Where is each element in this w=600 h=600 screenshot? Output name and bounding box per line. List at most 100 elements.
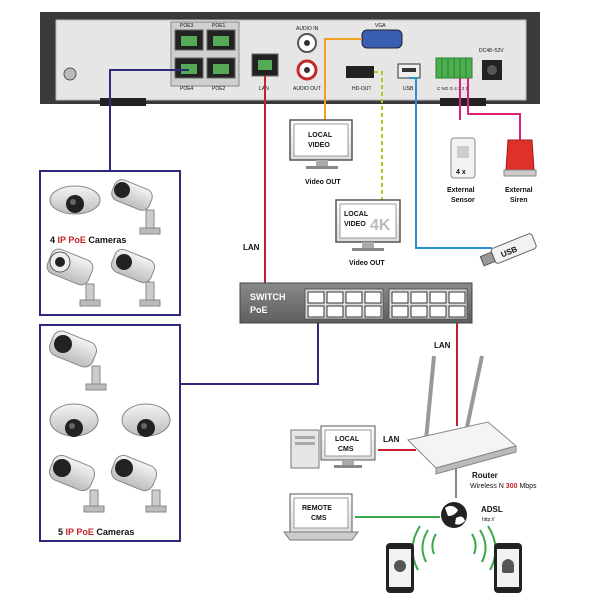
siren-icon	[505, 139, 535, 171]
switch-port[interactable]	[429, 305, 447, 318]
vga-cable-line	[324, 38, 362, 120]
remote-cms-line2: CMS	[311, 515, 327, 522]
bullet-camera-icon	[111, 179, 161, 235]
video-out-label-1: Video OUT	[305, 179, 341, 186]
bullet-camera-5-icon	[110, 454, 167, 513]
switch-port[interactable]	[307, 305, 325, 318]
wifi-waves-icon	[411, 525, 497, 571]
adsl-title: ADSL	[481, 505, 503, 514]
hd-out-port[interactable]	[346, 66, 374, 78]
camera-group-1: 4 IP PoE Cameras	[39, 170, 181, 316]
switch-port[interactable]	[429, 291, 447, 304]
poe-ports: POE3 POE1 POE4 POE2	[170, 21, 240, 92]
router-title: Router	[472, 471, 498, 480]
sensor-label-1: External	[447, 187, 475, 194]
siren-cable-line	[467, 78, 521, 140]
adsl-internet: ADSL http://	[411, 502, 503, 571]
camera-group-2-caption: 5 IP PoE Cameras	[58, 527, 134, 537]
dome-camera-2-icon	[49, 403, 99, 437]
vga-port[interactable]	[361, 29, 403, 49]
usb-stick: USB	[479, 233, 537, 267]
switch-label-1: SWITCH	[250, 292, 286, 302]
badge-4k: 4K	[370, 217, 391, 234]
lan-label-switch-router: LAN	[434, 341, 451, 350]
ground-screw-icon	[63, 67, 77, 81]
monitor-1-line1: LOCAL	[308, 132, 333, 139]
apple-logo-icon	[394, 560, 406, 572]
vga-label: VGA	[375, 23, 386, 29]
phone-ios	[386, 543, 414, 593]
bullet-camera-3-icon	[49, 330, 107, 391]
hd-cable-line	[374, 71, 383, 200]
bullet-camera-4-icon	[48, 454, 105, 513]
bullet-camera-2-icon	[110, 248, 161, 307]
local-video-monitor-2: LOCAL VIDEO 4K Video OUT	[335, 199, 401, 267]
phone-android	[494, 543, 522, 593]
poe-switch: LAN SWITCH PoE LAN	[239, 243, 473, 350]
android-logo-icon	[502, 563, 514, 573]
dome-camera-icon	[49, 185, 101, 215]
monitor-1-line2: VIDEO	[308, 142, 330, 149]
poe1-label: POE1	[212, 23, 226, 29]
remote-cms-line1: REMOTE	[302, 505, 332, 512]
usb-label: USB	[403, 86, 414, 92]
local-video-monitor-1: LOCAL VIDEO Video OUT	[289, 119, 353, 186]
switch-port[interactable]	[448, 291, 466, 304]
external-siren: External Siren	[503, 139, 537, 204]
monitor-2-line2: VIDEO	[344, 221, 366, 228]
switch-port[interactable]	[345, 305, 363, 318]
switch-ports-right	[388, 288, 468, 320]
switch-ports-left	[304, 288, 384, 320]
local-cms-pc: LOCAL CMS	[290, 425, 376, 469]
router: Router Wireless N 300 Mbps LAN	[383, 355, 537, 490]
switch-port[interactable]	[410, 305, 428, 318]
poe4-label: POE4	[180, 86, 194, 92]
switch-port[interactable]	[364, 291, 382, 304]
switch-to-cameras-2-line	[180, 322, 319, 385]
dome-camera-3-icon	[121, 403, 171, 437]
audio-out-label: AUDIO OUT	[293, 86, 321, 92]
router-subtitle: Wireless N 300 Mbps	[470, 483, 537, 490]
external-sensor: 4 x External Sensor	[447, 137, 476, 204]
siren-label-1: External	[505, 187, 533, 194]
siren-label-2: Siren	[510, 197, 528, 204]
router-antenna-left	[424, 355, 436, 441]
monitor-2-line1: LOCAL	[344, 211, 369, 218]
poe3-label: POE3	[180, 23, 194, 29]
local-cms-line2: CMS	[338, 446, 354, 453]
switch-port[interactable]	[391, 305, 409, 318]
nvr-device: POE3 POE1 POE4 POE2 LAN AUDIO IN AUDIO O…	[40, 12, 540, 106]
pc-tower-icon	[290, 429, 320, 469]
audio-in-label: AUDIO IN	[296, 26, 319, 32]
lan-label-router-pc: LAN	[383, 435, 400, 444]
local-cms-line1: LOCAL	[335, 436, 360, 443]
connection-lines	[109, 38, 521, 518]
switch-port[interactable]	[410, 291, 428, 304]
switch-port[interactable]	[345, 291, 363, 304]
terminal-label: C NO G 4 3 2 1	[437, 86, 469, 91]
switch-label-2: PoE	[250, 305, 268, 315]
poe2-label: POE2	[212, 86, 226, 92]
dc-label: DC48~52V	[479, 48, 504, 54]
globe-icon	[441, 502, 467, 528]
usb-cable-line	[409, 77, 492, 249]
video-out-label-2: Video OUT	[349, 260, 385, 267]
remote-cms-laptop: REMOTE CMS	[283, 493, 359, 541]
switch-port[interactable]	[326, 305, 344, 318]
switch-port[interactable]	[307, 291, 325, 304]
hd-out-label: HD-OUT	[352, 86, 371, 92]
router-antenna-right	[464, 355, 484, 433]
sensor-label-2: Sensor	[451, 197, 475, 204]
switch-port[interactable]	[364, 305, 382, 318]
ir-bullet-camera-icon	[46, 248, 101, 307]
sensor-badge: 4 x	[456, 169, 466, 176]
adsl-url: http://	[482, 517, 495, 523]
poe-to-cameras-1-line	[109, 69, 189, 171]
switch-port[interactable]	[448, 305, 466, 318]
switch-port[interactable]	[391, 291, 409, 304]
camera-group-1-caption: 4 IP PoE Cameras	[50, 235, 126, 245]
camera-group-2: 5 IP PoE Cameras	[39, 324, 181, 542]
switch-port[interactable]	[326, 291, 344, 304]
lan-label-nvr-switch: LAN	[243, 243, 260, 252]
